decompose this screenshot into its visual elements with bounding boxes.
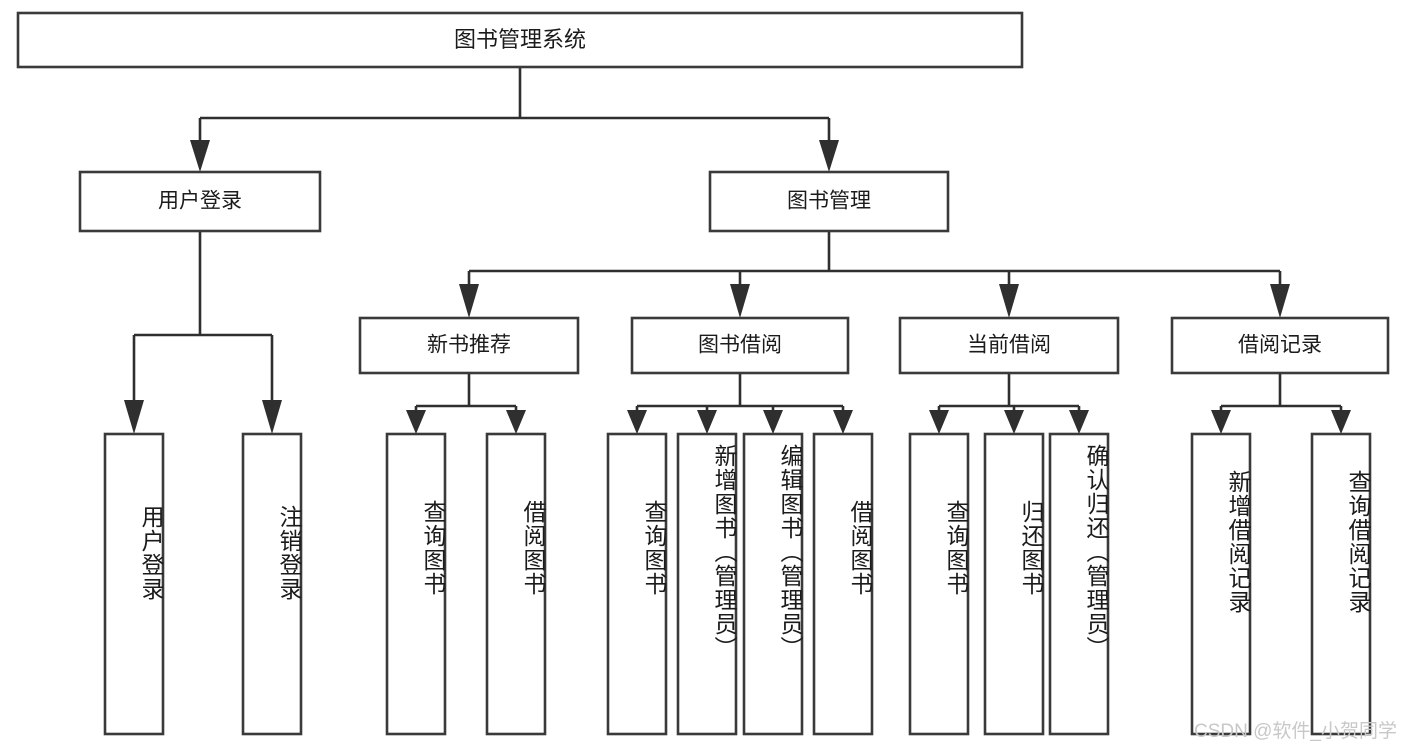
node-label-book-borrow: 图书借阅	[698, 334, 782, 357]
node-label-book-manage: 图书管理	[787, 190, 871, 213]
node-book-manage[interactable]: 图书管理	[708, 170, 950, 233]
arrow-head-current-borrow	[999, 284, 1019, 318]
arrow-head-leaf-add-book	[697, 410, 717, 434]
node-box-new-book-rec[interactable]	[358, 316, 580, 375]
node-label-root: 图书管理系统	[454, 27, 586, 52]
node-box-leaf-user-login[interactable]	[103, 432, 165, 736]
connectors-current-borrow-branch	[929, 373, 1089, 434]
node-box-leaf-query-record[interactable]	[1310, 432, 1372, 736]
node-box-leaf-return-book[interactable]	[983, 432, 1045, 736]
connectors-book-borrow-branch	[627, 373, 853, 434]
node-current-borrow[interactable]: 当前借阅	[898, 316, 1120, 375]
arrow-head-leaf-confirm-return	[1069, 410, 1089, 434]
arrow-head-leaf-return-book	[1004, 410, 1024, 434]
connectors-borrow-record-branch	[1211, 373, 1351, 434]
node-label-new-book-rec: 新书推荐	[427, 334, 511, 357]
node-box-leaf-query-book-rec[interactable]	[385, 432, 447, 736]
node-borrow-record[interactable]: 借阅记录	[1170, 316, 1390, 375]
node-box-leaf-logout[interactable]	[241, 432, 303, 736]
node-box-book-borrow[interactable]	[630, 316, 850, 375]
arrow-head-leaf-logout	[262, 400, 282, 434]
node-box-book-manage[interactable]	[708, 170, 950, 233]
arrow-head-leaf-query-book-cb	[929, 410, 949, 434]
node-user-login[interactable]: 用户登录	[78, 170, 322, 233]
arrow-head-leaf-query-book-bb	[627, 410, 647, 434]
arrow-head-user-login	[190, 140, 210, 172]
node-root[interactable]: 图书管理系统	[16, 11, 1024, 69]
connectors-new-book-rec-branch	[406, 373, 526, 434]
node-label-user-login: 用户登录	[158, 190, 242, 213]
node-box-leaf-borrow-book-bb[interactable]	[812, 432, 874, 736]
node-box-leaf-query-book-bb[interactable]	[606, 432, 668, 736]
node-box-root[interactable]	[16, 11, 1024, 69]
csdn-watermark: CSDN @软件_小贺同学	[1194, 721, 1397, 742]
leaf-boxes	[103, 432, 1372, 736]
arrow-head-book-manage	[819, 140, 839, 172]
node-box-leaf-borrow-book-rec[interactable]	[485, 432, 547, 736]
arrow-head-leaf-borrow-book-bb	[833, 410, 853, 434]
connectors-user-login-branch	[124, 231, 282, 434]
node-book-borrow[interactable]: 图书借阅	[630, 316, 850, 375]
arrow-head-leaf-query-record	[1331, 410, 1351, 434]
node-box-leaf-add-record[interactable]	[1190, 432, 1252, 736]
arrow-head-leaf-add-record	[1211, 410, 1231, 434]
node-box-leaf-edit-book[interactable]	[742, 432, 804, 736]
arrow-head-leaf-user-login	[124, 400, 144, 434]
node-label-current-borrow: 当前借阅	[967, 334, 1051, 357]
node-box-current-borrow[interactable]	[898, 316, 1120, 375]
node-box-leaf-confirm-return[interactable]	[1048, 432, 1110, 736]
arrow-head-leaf-query-book-rec	[406, 410, 426, 434]
node-new-book-rec[interactable]: 新书推荐	[358, 316, 580, 375]
arrow-head-new-book-rec	[459, 284, 479, 318]
arrow-head-borrow-record	[1270, 284, 1290, 318]
arrow-head-leaf-edit-book	[763, 410, 783, 434]
node-box-leaf-add-book[interactable]	[676, 432, 738, 736]
node-label-borrow-record: 借阅记录	[1238, 334, 1322, 357]
connectors-root-level	[190, 67, 839, 172]
node-box-borrow-record[interactable]	[1170, 316, 1390, 375]
node-box-leaf-query-book-cb[interactable]	[908, 432, 970, 736]
arrow-head-leaf-borrow-book-rec	[506, 410, 526, 434]
connectors-book-manage-branch	[459, 231, 1290, 318]
arrow-head-book-borrow	[730, 284, 750, 318]
node-box-user-login[interactable]	[78, 170, 322, 233]
